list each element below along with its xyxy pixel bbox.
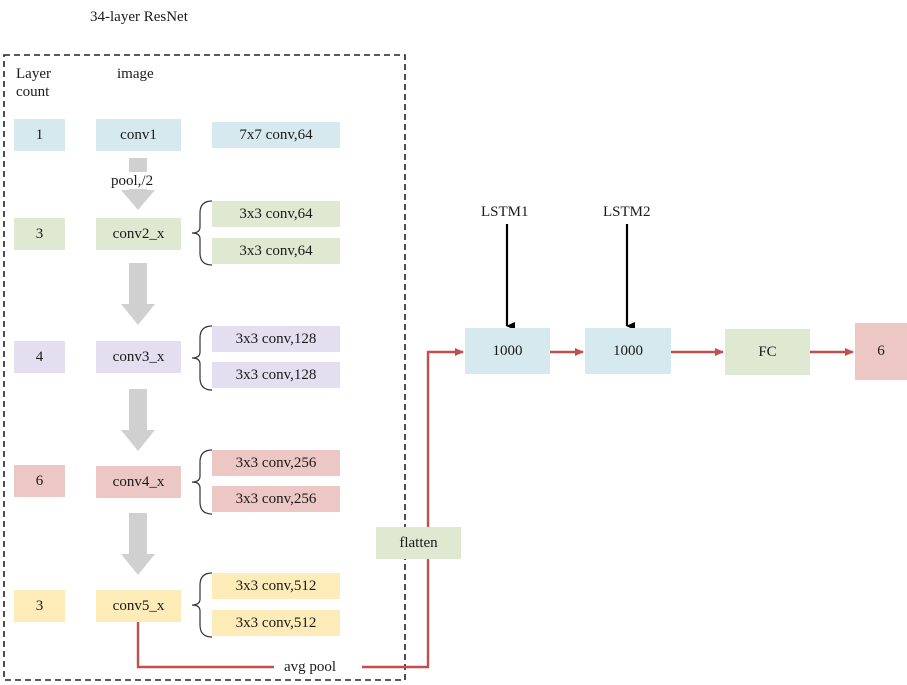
layer-box-conv4-2: 3x3 conv,256 [212,486,340,512]
layer-box-conv2-1: 3x3 conv,64 [212,201,340,227]
image-header: image [117,66,154,82]
brace-conv4 [191,449,213,515]
layer-box-conv5-2: 3x3 conv,512 [212,610,340,636]
lstm2-box: 1000 [585,328,671,374]
stage-conv2: conv2_x [96,218,181,250]
down-arrow-2 [121,263,155,325]
gray-down-arrows [121,158,155,575]
stage-conv5: conv5_x [96,590,181,622]
layer-box-conv3-2: 3x3 conv,128 [212,362,340,388]
lstm1-box: 1000 [465,328,550,374]
stage-conv4: conv4_x [96,466,181,498]
layer-count-header: Layer count [16,66,51,100]
stage-conv1: conv1 [96,119,181,151]
layer-count-conv5: 3 [14,590,65,622]
layer-box-conv4-1: 3x3 conv,256 [212,450,340,476]
layer-count-conv1: 1 [14,119,65,151]
lstm2-label: LSTM2 [603,204,651,220]
avg-pool-to-lstm-line [362,348,464,669]
diagram-title: 34-layer ResNet [90,9,188,25]
braces [191,200,213,638]
layer-box-conv5-1: 3x3 conv,512 [212,573,340,599]
brace-conv5 [191,572,213,638]
brace-conv3 [191,325,213,391]
fc-box: FC [725,329,810,375]
layer-box-conv3-1: 3x3 conv,128 [212,326,340,352]
lstm1-label: LSTM1 [481,204,529,220]
resnet-frame [3,54,406,681]
layer-box-conv1-1: 7x7 conv,64 [212,122,340,148]
layer-count-conv3: 4 [14,341,65,373]
layer-box-conv2-2: 3x3 conv,64 [212,238,340,264]
layer-count-conv2: 3 [14,218,65,250]
avg-pool-line-left [136,622,274,669]
flatten-box: flatten [376,527,461,559]
avg-pool-label: avg pool [284,659,337,675]
brace-conv2 [191,200,213,266]
output-box: 6 [855,323,907,380]
stage-conv3: conv3_x [96,341,181,373]
down-arrow-4 [121,513,155,575]
pool-label: pool,/2 [111,173,154,189]
down-arrow-3 [121,389,155,451]
layer-count-conv4: 6 [14,465,65,497]
